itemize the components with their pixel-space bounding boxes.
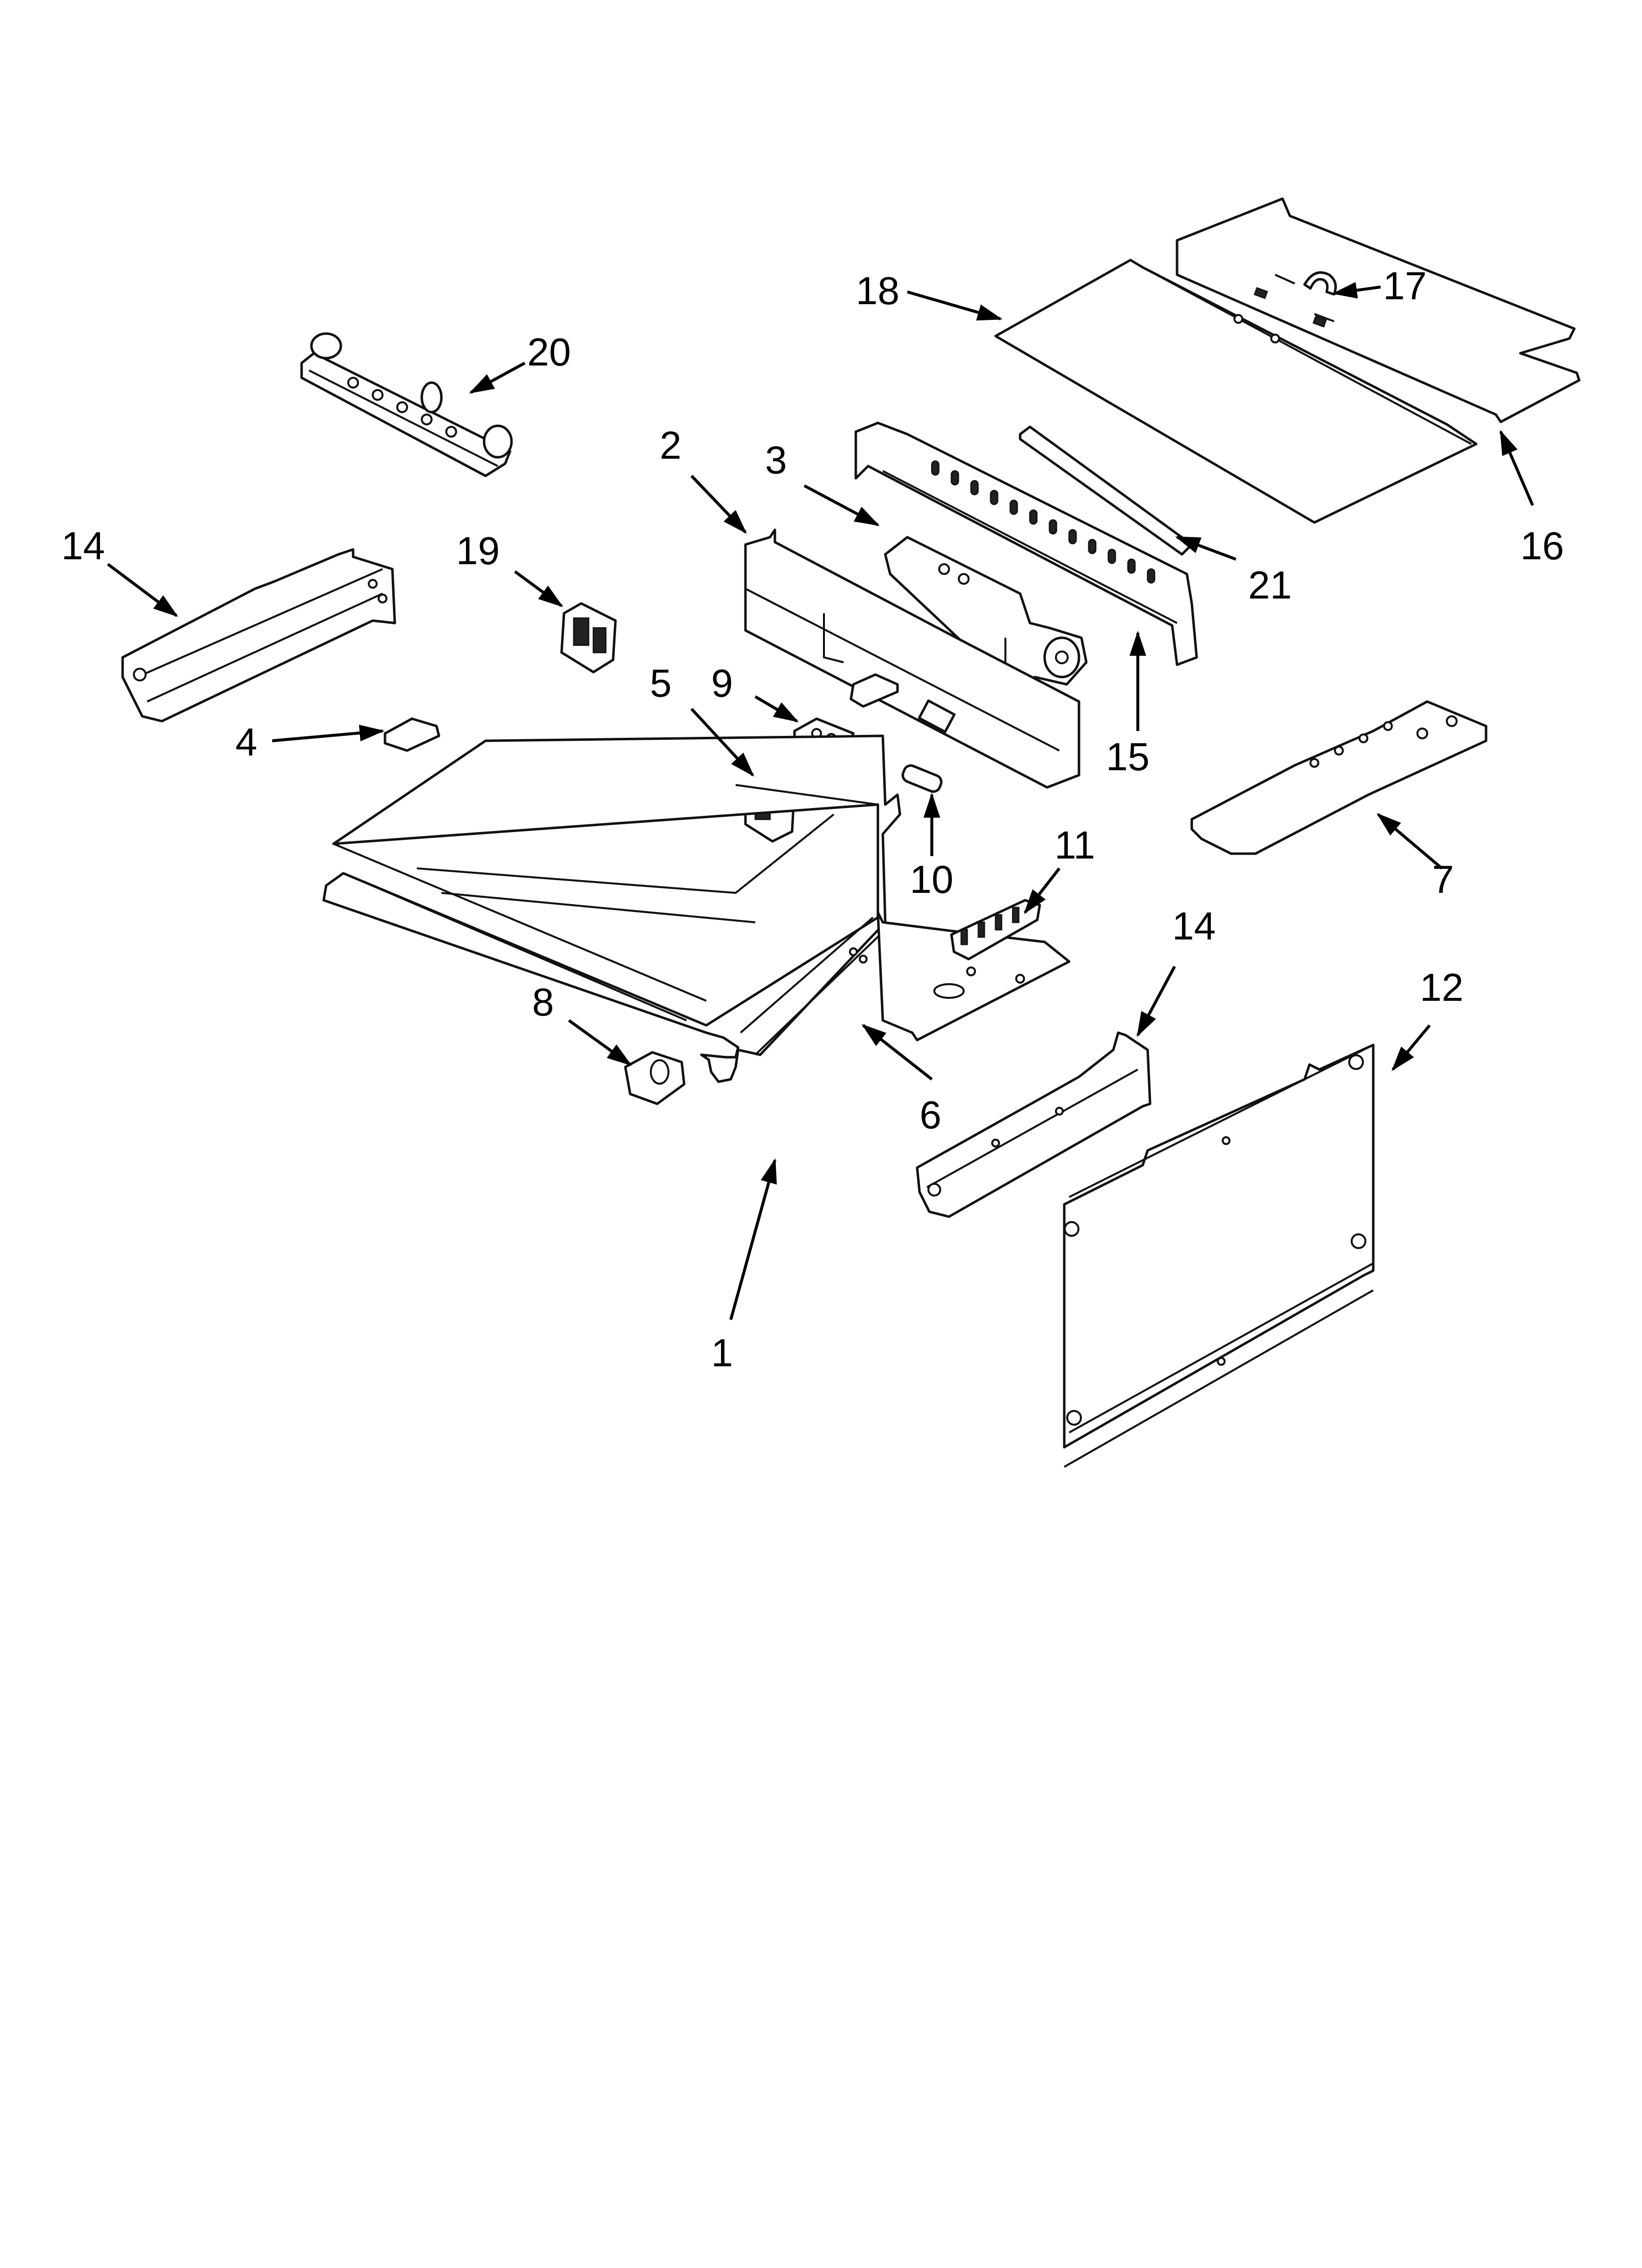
leader-4 <box>272 725 385 742</box>
leader-11 <box>1024 867 1061 914</box>
part-18-top-panel <box>994 259 1478 524</box>
leader-18 <box>907 290 1003 321</box>
leader-2 <box>690 474 747 534</box>
leader-21 <box>1175 536 1237 561</box>
callout-10: 10 <box>910 858 953 901</box>
part-14-side-bracket-left <box>121 548 396 723</box>
part-14-side-bracket-right <box>916 1031 1152 1218</box>
part-8-latch <box>624 1051 686 1105</box>
callout-16: 16 <box>1520 524 1564 568</box>
callout-11: 11 <box>1054 823 1095 867</box>
leader-20 <box>469 362 526 394</box>
leader-6 <box>861 1024 933 1081</box>
callout-20: 20 <box>527 330 571 374</box>
leader-19 <box>514 570 564 607</box>
callout-7: 7 <box>1432 858 1454 901</box>
part-1-main-housing <box>322 734 901 1083</box>
leader-9 <box>754 695 799 723</box>
part-11-terminal-strip <box>950 899 1041 961</box>
callout-19: 19 <box>456 529 500 573</box>
part-loose-bracket <box>849 673 899 708</box>
callout-21: 21 <box>1248 563 1292 607</box>
part-2-channel-bracket <box>744 528 1080 789</box>
leader-16 <box>1499 430 1534 506</box>
leader-5 <box>690 707 754 777</box>
callout-4: 4 <box>235 720 257 764</box>
part-10-fuse <box>901 764 943 793</box>
part-6-rear-plate <box>876 911 1071 1042</box>
part-19-switch <box>560 602 617 674</box>
part-17-clip <box>1303 271 1337 296</box>
callout-17: 17 <box>1383 264 1427 308</box>
callout-5: 5 <box>650 661 672 705</box>
callout-18: 18 <box>856 269 899 313</box>
callout-6: 6 <box>920 1093 942 1137</box>
callout-14b: 14 <box>1172 904 1216 948</box>
callout-1: 1 <box>711 1331 733 1375</box>
leader-12 <box>1391 1024 1431 1071</box>
callout-labels: 18 17 16 20 2 3 21 15 14 19 5 9 4 10 11 … <box>61 264 1564 1375</box>
leader-7 <box>1376 813 1443 870</box>
part-15-control-bracket <box>854 421 1198 666</box>
callout-3: 3 <box>765 438 787 482</box>
part-7-plate <box>1190 700 1488 855</box>
leader-1 <box>729 1158 777 1320</box>
part-4-small-clip <box>384 717 440 752</box>
callout-8: 8 <box>532 980 554 1024</box>
leader-lines <box>107 282 1534 1320</box>
leader-17 <box>1332 282 1381 299</box>
leader-14b <box>1136 965 1176 1037</box>
leader-3 <box>803 484 880 526</box>
leader-14a <box>107 563 179 617</box>
callout-9: 9 <box>711 661 733 705</box>
part-20-terminal-block <box>300 332 513 477</box>
part-16-top-rear-panel <box>1176 197 1581 423</box>
callout-12: 12 <box>1420 965 1463 1009</box>
callout-14a: 14 <box>61 524 105 568</box>
part-12-front-panel <box>1063 1043 1375 1468</box>
callout-15: 15 <box>1106 735 1150 779</box>
callout-2: 2 <box>660 423 682 467</box>
leader-8 <box>568 1019 632 1066</box>
